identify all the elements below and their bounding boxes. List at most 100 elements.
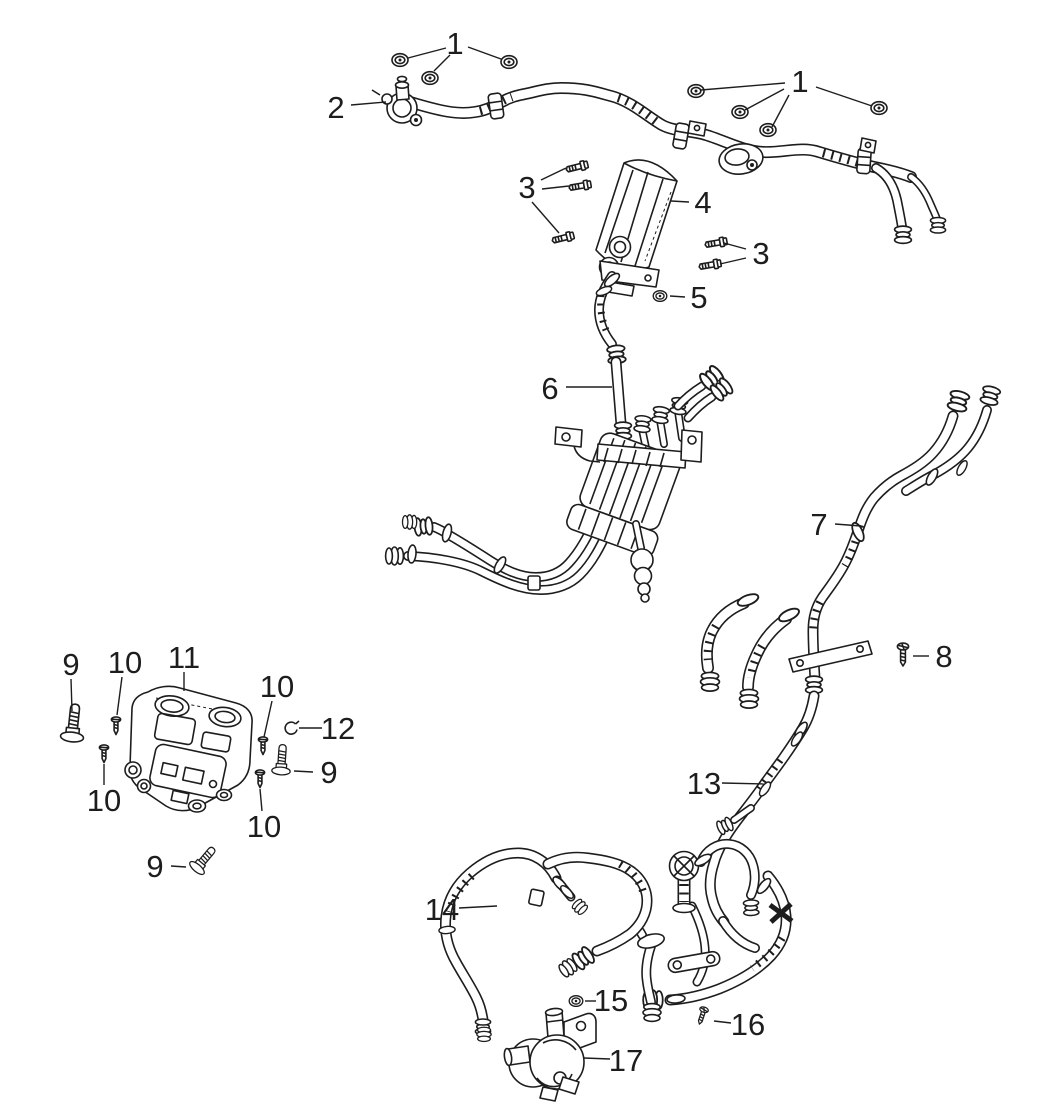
leader-line-3b <box>719 257 747 265</box>
inline-valve <box>718 143 764 175</box>
callout-5: 5 <box>690 280 707 315</box>
auxiliary-coolant-pump <box>503 1007 597 1102</box>
heater-tube-rail-assembly <box>371 75 947 245</box>
leader-line-2 <box>350 101 387 106</box>
hose-end-cap <box>476 1026 492 1043</box>
hose-end-cap <box>738 688 760 709</box>
callout-4: 4 <box>694 185 711 220</box>
flange-nut <box>687 83 705 99</box>
tube-clamp <box>487 91 505 121</box>
flange-nut <box>568 994 584 1008</box>
leader-line-3a <box>541 185 570 190</box>
callout-13: 13 <box>687 766 721 801</box>
screw <box>98 744 110 764</box>
hose-end-cap <box>384 546 405 566</box>
coolant-control-module <box>124 685 253 813</box>
hose-assembly-14 <box>437 847 653 1043</box>
hose-assembly-7 <box>788 383 1002 695</box>
callout-10d: 10 <box>247 809 281 844</box>
callout-16: 16 <box>731 1007 765 1042</box>
leader-line-1b <box>771 94 790 128</box>
bolt <box>59 702 88 744</box>
leader-line-3a <box>540 167 567 181</box>
leader-line-4 <box>670 200 690 203</box>
mounting-bracket <box>554 426 703 469</box>
leader-line-3b <box>723 242 747 250</box>
leader-line-16 <box>713 1020 732 1024</box>
leader-line-1a <box>433 54 451 72</box>
leader-line-3a <box>531 201 560 234</box>
callout-10a: 10 <box>108 645 142 680</box>
flange-nut <box>500 54 518 70</box>
callout-9b: 9 <box>320 755 337 790</box>
callout-12: 12 <box>321 711 355 746</box>
leader-line-10b <box>263 700 273 738</box>
callout-3b: 3 <box>752 236 769 271</box>
callout-9c: 9 <box>146 849 163 884</box>
callout-17: 17 <box>609 1043 643 1078</box>
hose-end-cap <box>642 1002 662 1023</box>
leader-line-7 <box>834 523 862 527</box>
quick-connect-fitting <box>650 405 671 426</box>
callout-6: 6 <box>541 371 558 406</box>
retainer-clip <box>284 720 300 735</box>
leader-line-10d <box>259 788 263 812</box>
callout-8: 8 <box>935 639 952 674</box>
bolt <box>187 841 222 878</box>
hose-end-fitting <box>945 388 972 415</box>
leader-line-14 <box>458 905 498 909</box>
diagram-artwork <box>124 75 1002 1102</box>
leader-line-10a <box>116 676 123 716</box>
tube-end-fitting <box>893 225 913 245</box>
screw <box>694 1005 710 1027</box>
screw <box>567 178 593 194</box>
hose-bell-ring <box>594 283 614 299</box>
callout-1a: 1 <box>446 26 463 61</box>
screw <box>697 257 723 273</box>
callout-3a: 3 <box>518 170 535 205</box>
link-bracket <box>667 950 721 974</box>
temperature-sensor <box>630 520 654 603</box>
flange-nut <box>870 100 888 116</box>
screw <box>254 769 266 789</box>
callout-14: 14 <box>425 892 459 927</box>
callout-2: 2 <box>327 90 344 125</box>
callout-10c: 10 <box>87 783 121 818</box>
leader-line-1b <box>744 88 785 111</box>
leader-line-17 <box>583 1057 611 1060</box>
callout-9a: 9 <box>62 647 79 682</box>
leader-line-5 <box>669 295 686 298</box>
leader-line-9a <box>70 678 73 712</box>
screw <box>550 230 576 246</box>
elbow-hose-pair <box>699 590 802 709</box>
hose-assembly-13 <box>704 690 820 928</box>
leader-line-1b <box>815 86 873 107</box>
hose-manifold-cluster <box>635 838 794 1023</box>
screw <box>257 736 269 756</box>
flange-nut <box>731 104 749 120</box>
valve-tube-bundle-assembly <box>384 270 736 603</box>
screw <box>110 716 122 736</box>
screw <box>896 642 910 667</box>
leader-line-1a <box>467 46 502 60</box>
leader-line-13 <box>721 782 765 785</box>
hose-end-cap <box>699 671 721 692</box>
hose-end-fitting <box>742 898 760 917</box>
tube-end-fitting <box>929 216 947 234</box>
wing-clip <box>768 902 794 924</box>
hose-clamp <box>735 590 761 610</box>
callout-7: 7 <box>810 507 827 542</box>
flange-nut <box>652 289 668 303</box>
thermostat-fitting <box>668 850 700 914</box>
leader-line-1a <box>407 47 447 59</box>
leader-line-9c <box>170 865 187 868</box>
callout-1b: 1 <box>791 64 808 99</box>
bolt <box>270 743 293 777</box>
callout-15: 15 <box>594 983 628 1018</box>
leader-line-1b <box>700 82 786 91</box>
fasteners-layer <box>59 52 910 1027</box>
callout-10b: 10 <box>260 669 294 704</box>
